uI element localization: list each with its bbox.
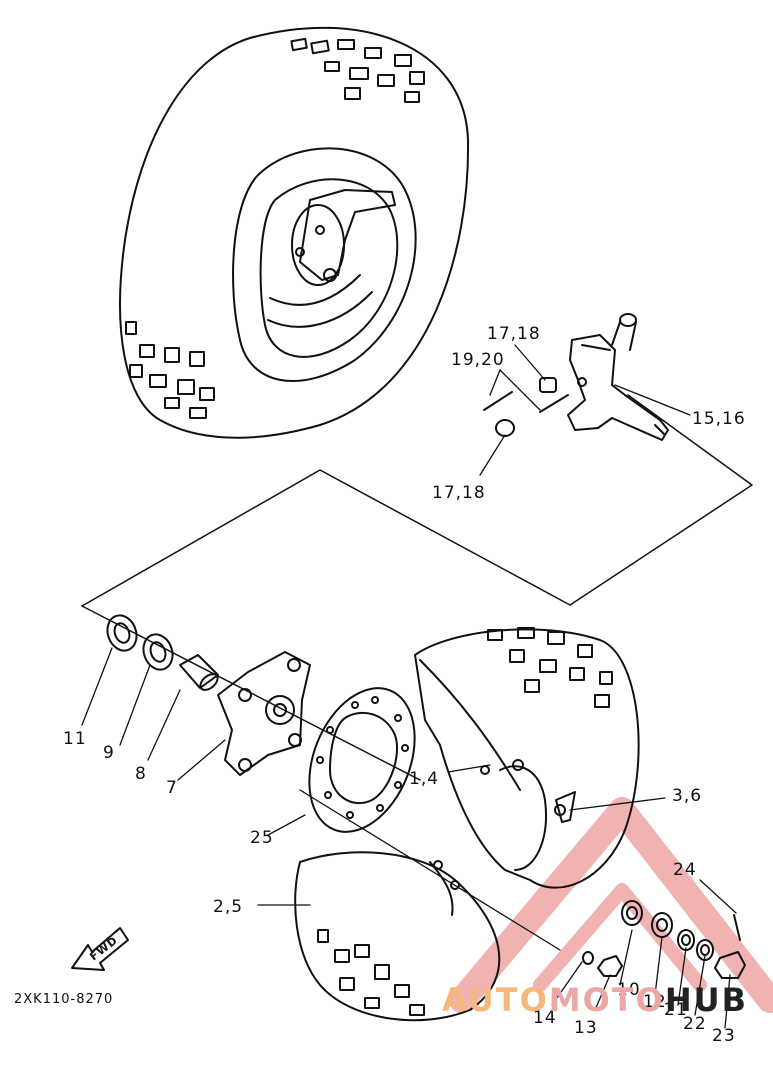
rim-washer-14-icon: [582, 951, 594, 965]
callout-17-18-bottom: 17,18: [432, 483, 486, 503]
callout-14: 14: [533, 1008, 557, 1028]
assembled-wheel: [119, 26, 470, 439]
rim-half-inner: [294, 851, 501, 1022]
assembled-tire-outline: [119, 26, 470, 439]
axle-nut-icon: [714, 951, 746, 979]
cotter-pin-icon: [483, 391, 569, 413]
callout-3-6: 3,6: [672, 786, 703, 806]
group-boundary: [81, 394, 753, 781]
callout-21: 21: [664, 1000, 688, 1020]
rim-nut-13-icon: [597, 955, 623, 977]
callout-15-16: 15,16: [692, 409, 746, 429]
brake-disc-icon: [308, 687, 416, 833]
oil-seal-icon: [106, 614, 138, 652]
fwd-arrow-icon: [71, 927, 129, 971]
nut-lower-icon: [495, 419, 515, 437]
drawing-code: 2XK110-8270: [14, 992, 114, 1007]
callout-1-4: 1,4: [409, 769, 440, 789]
watermark-part-auto: AUTO: [442, 981, 549, 1019]
watermark-logo-inner-icon: [533, 883, 707, 992]
cotter-pin-24-icon: [733, 914, 741, 941]
assembled-rim-inner: [259, 178, 399, 358]
callout-22: 22: [683, 1014, 707, 1034]
washer-12-icon: [651, 912, 673, 938]
tread-pattern-lower: [317, 627, 613, 1016]
callout-17-18-top: 17,18: [487, 324, 541, 344]
watermark-part-moto: MOTO: [548, 981, 665, 1019]
callout-23: 23: [712, 1026, 736, 1046]
callout-8: 8: [135, 764, 147, 784]
tread-pattern-upper: [125, 37, 425, 419]
watermark-part-hub: HUB: [664, 981, 749, 1019]
leader-lines: [81, 344, 737, 1029]
castle-nut-icon: [539, 377, 557, 393]
callout-10: 10: [617, 980, 641, 1000]
watermark-text: AUTOMOTOHUB: [442, 984, 748, 1016]
callout-2-5: 2,5: [213, 897, 244, 917]
callout-25: 25: [250, 828, 274, 848]
bearing-icon: [142, 633, 174, 671]
callout-7: 7: [166, 778, 178, 798]
watermark-logo-icon: [449, 797, 773, 1013]
assembled-knuckle-icon: [299, 189, 396, 281]
washer-22-icon: [696, 939, 714, 961]
washer-10-icon: [621, 900, 643, 926]
callout-11: 11: [63, 729, 87, 749]
callout-13: 13: [574, 1018, 598, 1038]
valve-stem-icon: [555, 791, 576, 823]
spacer-collar-icon: [179, 654, 219, 691]
callout-12: 12: [643, 992, 667, 1012]
callout-19-20: 19,20: [451, 350, 505, 370]
washer-21-icon: [677, 929, 695, 951]
assembled-tire-rim-edge: [232, 147, 417, 382]
callout-24: 24: [673, 860, 697, 880]
steering-knuckle-icon: [567, 313, 669, 441]
wheel-hub-icon: [217, 651, 311, 776]
callout-9: 9: [103, 743, 115, 763]
